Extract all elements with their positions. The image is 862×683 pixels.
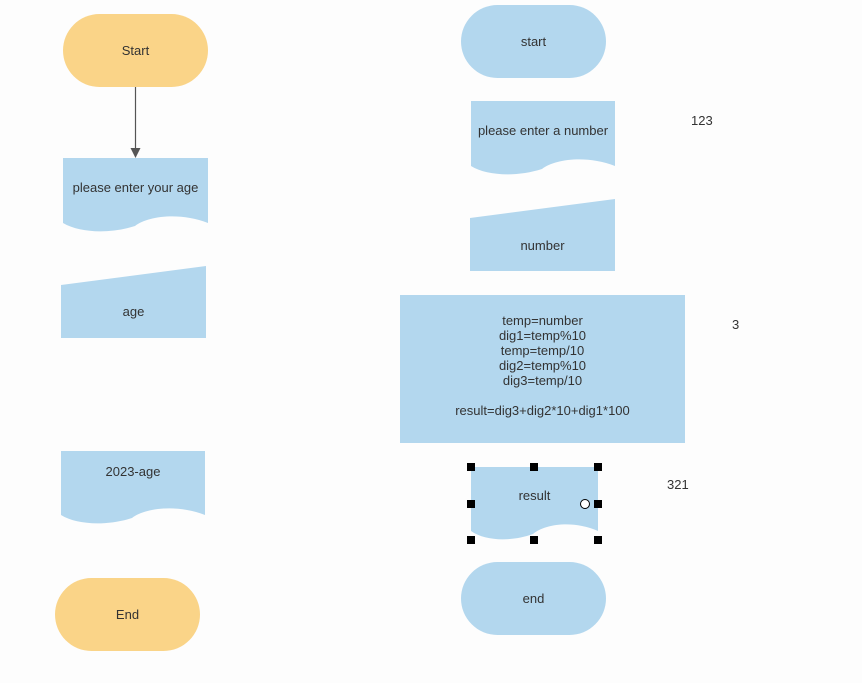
- input-document-shape-right[interactable]: [471, 101, 615, 175]
- end-terminal-shape-right[interactable]: [461, 562, 606, 635]
- start-terminal-shape[interactable]: [63, 14, 208, 87]
- process-label: temp=number dig1=temp%10 temp=temp/10 di…: [455, 312, 630, 418]
- start-label-right: start: [520, 34, 547, 49]
- output-doc-label-right: result: [518, 487, 551, 503]
- resize-handle-right[interactable]: [594, 500, 602, 508]
- input-prompt-label: please enter your age: [72, 179, 199, 195]
- digit-value-note[interactable]: 3: [732, 317, 740, 332]
- resize-handle-top-left[interactable]: [467, 463, 475, 471]
- output-document-shape[interactable]: [61, 451, 205, 524]
- start-label: Start: [121, 43, 150, 58]
- process-shape[interactable]: [400, 295, 685, 443]
- manual-input-shape-right[interactable]: [470, 199, 615, 271]
- resize-handle-bottom-left[interactable]: [467, 536, 475, 544]
- resize-handle-top-right[interactable]: [594, 463, 602, 471]
- input-prompt-label-right: please enter a number: [477, 122, 609, 138]
- start-terminal-shape-right[interactable]: [461, 5, 606, 78]
- input-document-shape[interactable]: [63, 158, 208, 232]
- end-label: End: [115, 607, 140, 622]
- manual-input-label-right: number: [520, 238, 565, 253]
- end-label-right: end: [522, 591, 545, 606]
- output-document-shape-right[interactable]: [471, 467, 598, 540]
- end-terminal-shape[interactable]: [55, 578, 200, 651]
- resize-handle-left[interactable]: [467, 500, 475, 508]
- result-value-note[interactable]: 321: [667, 477, 689, 492]
- resize-handle-bottom-right[interactable]: [594, 536, 602, 544]
- input-value-note[interactable]: 123: [691, 113, 713, 128]
- rotate-handle[interactable]: [580, 499, 590, 509]
- resize-handle-bottom[interactable]: [530, 536, 538, 544]
- manual-input-shape[interactable]: [61, 266, 206, 338]
- output-doc-label: 2023-age: [105, 463, 161, 479]
- resize-handle-top[interactable]: [530, 463, 538, 471]
- manual-input-label: age: [122, 304, 145, 319]
